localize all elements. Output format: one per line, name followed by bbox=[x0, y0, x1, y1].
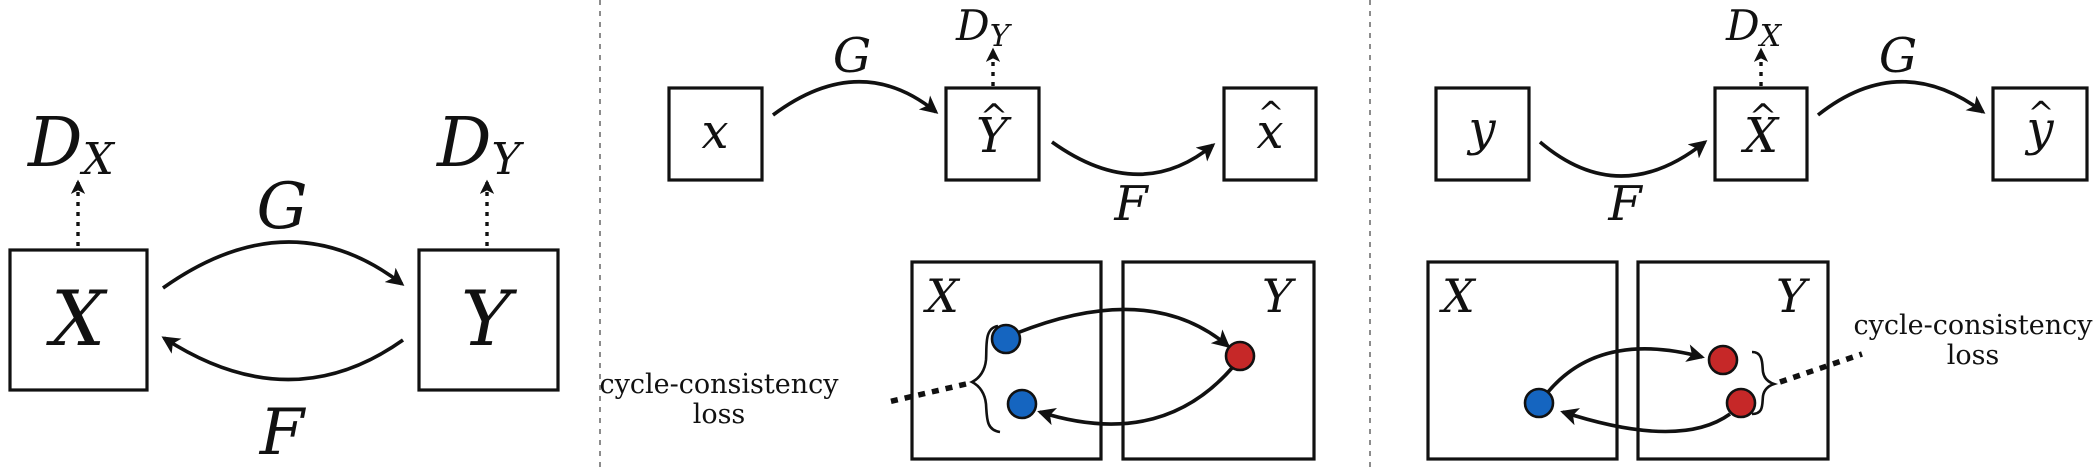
loss-brace-p3 bbox=[1751, 350, 1779, 416]
map-g-label-p2: G bbox=[833, 28, 871, 84]
node-x-box bbox=[8, 248, 149, 392]
loss-text-line2-p3: loss bbox=[1947, 340, 2000, 371]
backward-g-curve-p3 bbox=[1560, 408, 1732, 434]
domain-y-box-p2 bbox=[1121, 260, 1316, 461]
node-yhat-hat-p3: ^ bbox=[2028, 94, 2055, 132]
node-input-y-label: y bbox=[1466, 101, 1496, 157]
panel-3-backward-cycle: y X ^ y ^ DX F G X Y cycle-consistency l… bbox=[1426, 1, 2094, 461]
map-g-arrow-p2 bbox=[771, 79, 939, 117]
disc-dy-label: DY bbox=[955, 1, 1013, 54]
map-f-label-p3: F bbox=[1607, 176, 1643, 232]
domain-x-box-p2 bbox=[910, 260, 1103, 461]
disc-y-label: DY bbox=[435, 104, 525, 185]
map-g-arrow-p3 bbox=[1816, 79, 1986, 117]
panel-2-forward-cycle: x Y ^ x ^ DY G F X Y cycle-consistency l… bbox=[600, 1, 1318, 461]
forward-g-curve-p2 bbox=[1016, 307, 1231, 348]
node-yhat-label-p3: y bbox=[2024, 101, 2054, 157]
node-xhat-hat: ^ bbox=[1258, 94, 1285, 132]
loss-brace-p2 bbox=[969, 324, 1001, 434]
loss-pointer-p2 bbox=[887, 381, 967, 405]
disc-dx-label: DX bbox=[1725, 1, 1783, 54]
map-f-label-p2: F bbox=[1113, 176, 1149, 232]
panel-1-mapping-overview: X Y DX DY G F bbox=[8, 104, 560, 469]
node-input-x-label: x bbox=[701, 104, 728, 160]
domain-x-label-p3: X bbox=[1439, 269, 1477, 323]
node-y-box bbox=[417, 248, 560, 392]
map-g-label: G bbox=[256, 170, 307, 244]
domain-x-box-p3 bbox=[1426, 260, 1619, 461]
source-point-blue-p3 bbox=[1523, 387, 1555, 419]
map-g-arrow bbox=[161, 240, 405, 290]
map-f-arrow-p2 bbox=[1050, 140, 1216, 177]
backward-f-curve-p2 bbox=[1037, 366, 1234, 426]
node-xhat-box-p3 bbox=[1713, 86, 1809, 182]
forward-f-curve-p3 bbox=[1546, 344, 1705, 394]
node-yhat-label: Y bbox=[976, 108, 1012, 164]
domain-x-label-p2: X bbox=[923, 269, 961, 323]
reconstructed-point-blue-p2 bbox=[1006, 388, 1038, 420]
disc-x-label: DX bbox=[26, 104, 116, 185]
loss-text-line1-p2: cycle-consistency bbox=[600, 369, 840, 400]
domain-y-label-p2: Y bbox=[1262, 269, 1297, 323]
node-input-y-box bbox=[1434, 86, 1531, 182]
loss-text-line1-p3: cycle-consistency bbox=[1854, 310, 2094, 341]
map-g-label-p3: G bbox=[1879, 28, 1917, 84]
node-yhat-hat: ^ bbox=[980, 97, 1009, 137]
node-yhat-box-p3 bbox=[1991, 86, 2089, 182]
map-f-label: F bbox=[259, 396, 307, 469]
loss-text-line2-p2: loss bbox=[693, 399, 746, 430]
node-y-label: Y bbox=[461, 274, 518, 363]
node-input-x-box bbox=[667, 86, 764, 182]
node-xhat-label-p3: X bbox=[1740, 108, 1780, 164]
loss-pointer-p3 bbox=[1779, 351, 1863, 385]
domain-y-box-p3 bbox=[1636, 260, 1830, 461]
reconstructed-point-red-p3 bbox=[1725, 387, 1757, 419]
translated-point-red-p2 bbox=[1224, 340, 1256, 372]
node-yhat-box bbox=[944, 86, 1041, 182]
node-xhat-box bbox=[1222, 86, 1318, 182]
domain-y-label-p3: Y bbox=[1776, 269, 1811, 323]
node-xhat-hat-p3: ^ bbox=[1749, 97, 1778, 137]
translated-point-red-p3 bbox=[1707, 344, 1739, 376]
map-f-arrow bbox=[161, 336, 405, 382]
source-point-blue-p2 bbox=[990, 323, 1022, 355]
map-f-arrow-p3 bbox=[1538, 140, 1708, 178]
node-xhat-label: x bbox=[1256, 104, 1283, 160]
node-x-label: X bbox=[46, 274, 108, 363]
